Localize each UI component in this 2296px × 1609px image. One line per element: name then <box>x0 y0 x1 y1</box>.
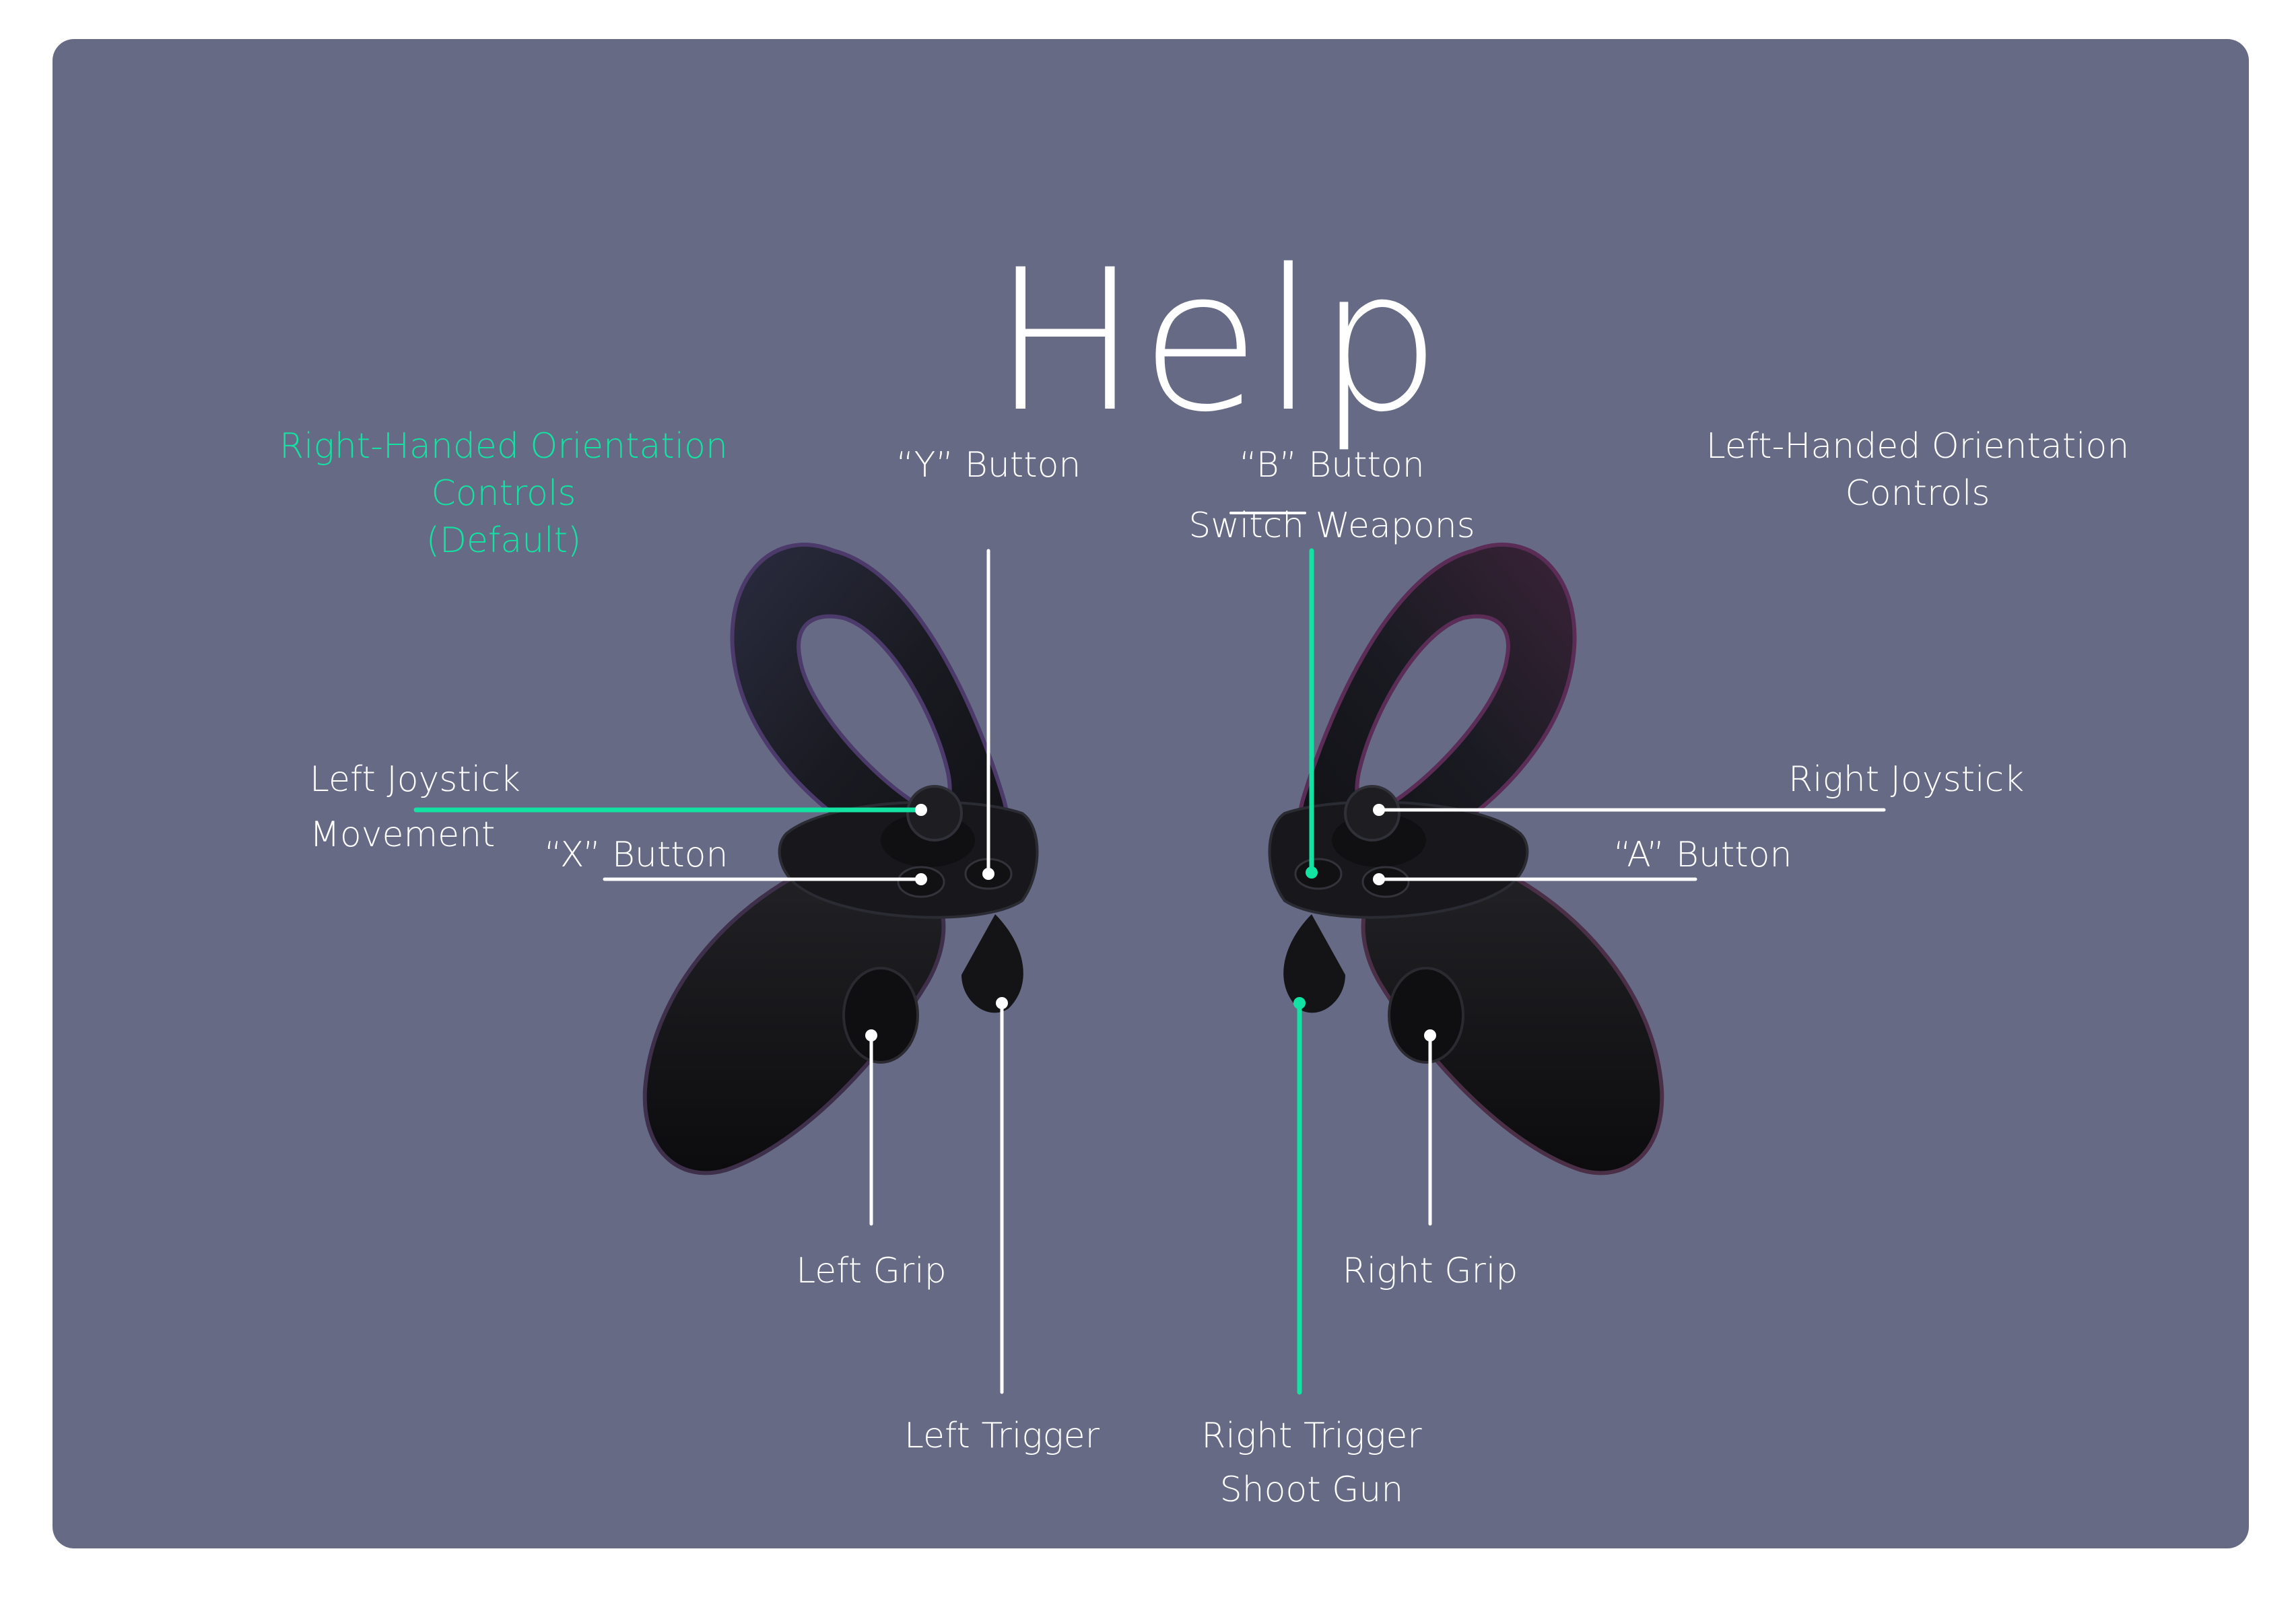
left-callouts <box>413 549 1008 1394</box>
right-trigger-shape <box>1283 914 1345 1013</box>
a-button-callout-dot <box>1373 873 1385 885</box>
right-trigger-action-label: Shoot Gun <box>1219 1470 1404 1510</box>
b-button-label: “B” Button <box>1239 445 1425 485</box>
left-trigger-label: Left Trigger <box>904 1416 1100 1456</box>
right-grip-shape <box>1388 967 1464 1064</box>
help-panel: Help Right-Handed Orientation Controls (… <box>53 39 2249 1548</box>
left-grip-callout-dot <box>865 1029 877 1041</box>
left-joystick-callout-dot <box>915 804 927 816</box>
x-button-label: “X” Button <box>544 835 729 875</box>
x-button-callout-dot <box>915 873 927 885</box>
left-controller-handle <box>642 865 946 1175</box>
b-button-shape <box>1294 858 1343 890</box>
right-joystick-cap <box>1344 785 1400 842</box>
b-button-action-label: Switch Weapons <box>1188 506 1475 546</box>
right-grip-label: Right Grip <box>1342 1251 1518 1291</box>
left-controller <box>642 543 1039 1175</box>
right-controller <box>1268 543 1664 1175</box>
left-handed-line2: Controls <box>1845 473 1990 514</box>
left-trigger-shape <box>961 914 1023 1013</box>
left-grip-label: Left Grip <box>796 1251 947 1291</box>
right-callouts <box>1293 548 1886 1395</box>
right-joystick-label: Right Joystick <box>1788 759 2025 800</box>
right-handed-orientation-option[interactable]: Right-Handed Orientation Controls (Defau… <box>248 423 759 564</box>
right-handed-line2: Controls <box>431 473 576 514</box>
left-trigger-callout-dot <box>996 997 1008 1009</box>
y-button-label: “Y” Button <box>896 445 1081 485</box>
left-handed-line1: Left-Handed Orientation <box>1706 426 2130 467</box>
right-joystick-callout-dot <box>1373 804 1385 816</box>
left-joystick-label: Left Joystick <box>310 759 520 800</box>
page-title: Help <box>992 228 1443 455</box>
a-button-shape <box>1361 866 1410 898</box>
b-button-callout-dot <box>1306 866 1318 879</box>
a-button-label: “A” Button <box>1613 835 1792 875</box>
right-controller-handle <box>1361 865 1664 1175</box>
left-handed-orientation-option[interactable]: Left-Handed Orientation Controls <box>1668 423 2167 517</box>
right-trigger-callout-dot <box>1293 997 1306 1009</box>
right-handed-line1: Right-Handed Orientation <box>279 426 728 467</box>
right-handed-line3: (Default) <box>426 520 582 561</box>
y-button-callout-dot <box>982 868 994 880</box>
controller-illustration <box>413 512 1886 1395</box>
left-grip-shape <box>842 967 919 1064</box>
right-trigger-label: Right Trigger <box>1201 1416 1422 1456</box>
right-grip-callout-dot <box>1424 1029 1436 1041</box>
left-joystick-action-label: Movement <box>310 815 496 855</box>
left-joystick-cap <box>906 785 963 842</box>
